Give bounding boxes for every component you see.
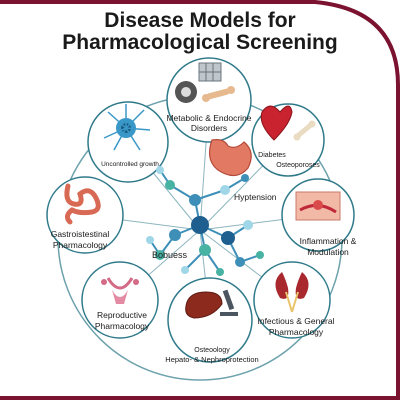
page-title: Disease Models for Pharmacological Scree…	[0, 10, 400, 54]
infectious-label-1: Infectious & General	[257, 316, 334, 326]
node-uncontrolled	[87, 101, 169, 183]
liver-icon	[185, 291, 223, 319]
reproductive-label-1: Reproductive	[97, 310, 147, 320]
bone-icon	[293, 120, 316, 141]
metabolic-label-1: Metabolic & Endocrine	[166, 113, 251, 123]
bone-icon	[202, 86, 235, 102]
molecule-network-icon	[146, 166, 264, 276]
bobuess-label: Bobuess	[152, 250, 188, 260]
microscope-icon	[220, 289, 238, 316]
metabolic-label-2: Disorders	[191, 123, 227, 133]
hyptension-label: Hyptension	[234, 192, 277, 202]
hepato-label-2: Hepato- & Nephroprotection	[165, 355, 258, 364]
node-infectious	[253, 261, 331, 339]
reproductive-label-2: Pharmacology	[95, 321, 150, 331]
gastro-label-1: Gastroistestinal	[51, 229, 110, 239]
hepato-label-1: Osteoology	[194, 347, 230, 354]
uterus-icon	[101, 277, 139, 304]
skin-tissue-icon	[295, 191, 341, 221]
heart-icon	[260, 105, 293, 141]
intestine-icon	[64, 183, 101, 225]
gear-icon	[175, 81, 197, 103]
title-line-1: Disease Models for	[104, 9, 296, 32]
neuron-cell-icon	[103, 104, 151, 151]
gastro-label-2: Pharmacology	[53, 240, 108, 250]
stomach-icon	[208, 139, 252, 177]
kidney-icon	[275, 272, 309, 313]
inflammation-label-2: Modulation	[307, 247, 349, 257]
inflammation-label-1: Inflammation &	[300, 236, 357, 246]
infectious-label-2: Pharmacology	[269, 327, 324, 337]
tablet-grid-icon	[198, 62, 222, 82]
title-line-2: Pharmacological Screening	[62, 31, 338, 54]
uncontrolled-label: Uncontrolled growth	[101, 161, 159, 168]
diabetes-label: Diabetes	[258, 152, 286, 159]
osteoporoses-label: Osteoporoses	[276, 162, 320, 169]
